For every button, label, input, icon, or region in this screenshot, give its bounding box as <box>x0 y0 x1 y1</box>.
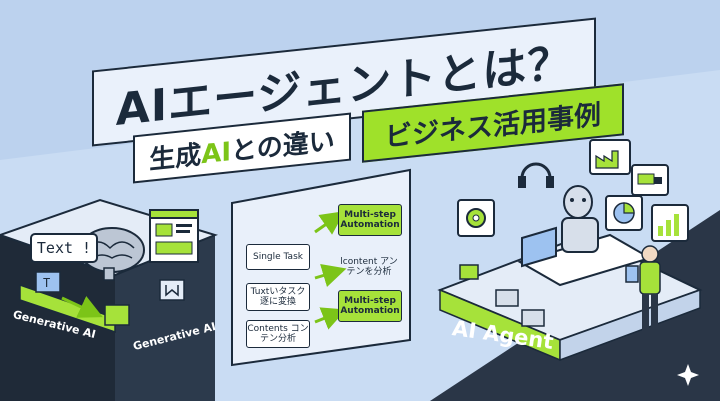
subtitle-accent: AI <box>201 136 232 170</box>
pie-chart-icon <box>605 195 643 231</box>
sparkle-icon <box>677 364 699 386</box>
subtitle-suffix: との違い <box>231 125 335 167</box>
person-icon <box>625 245 661 334</box>
headset-icon <box>518 162 554 188</box>
left-pedestal-front <box>0 235 115 401</box>
svg-text:T: T <box>43 276 50 290</box>
left-pedestal-side <box>115 235 215 401</box>
text-block-icon: T <box>35 271 61 293</box>
flow-left-item: Tuxtいタスク 逐に変換 <box>246 283 310 311</box>
speech-bubble: Text ! <box>30 233 98 263</box>
image-block-icon <box>104 304 130 326</box>
factory-icon <box>589 139 631 175</box>
video-block-icon <box>159 279 185 301</box>
robot-icon <box>561 185 599 253</box>
flow-right-item: Multi-step Automation <box>338 204 402 236</box>
bar-chart-icon <box>651 204 689 242</box>
flow-right-item: lcontent アンテンを分析 <box>340 257 398 277</box>
browser-window-icon <box>149 209 199 263</box>
flow-right-item: Multi-step Automation <box>338 290 402 322</box>
truck-icon <box>631 164 669 196</box>
gear-icon <box>457 199 495 237</box>
subtitle-prefix: 生成 <box>149 139 202 176</box>
flow-left-item: Single Task <box>246 244 310 270</box>
box-stack-icon <box>459 264 545 327</box>
laptop-icon <box>521 226 557 268</box>
flow-left-item: Contents コンテン分析 <box>246 320 310 348</box>
